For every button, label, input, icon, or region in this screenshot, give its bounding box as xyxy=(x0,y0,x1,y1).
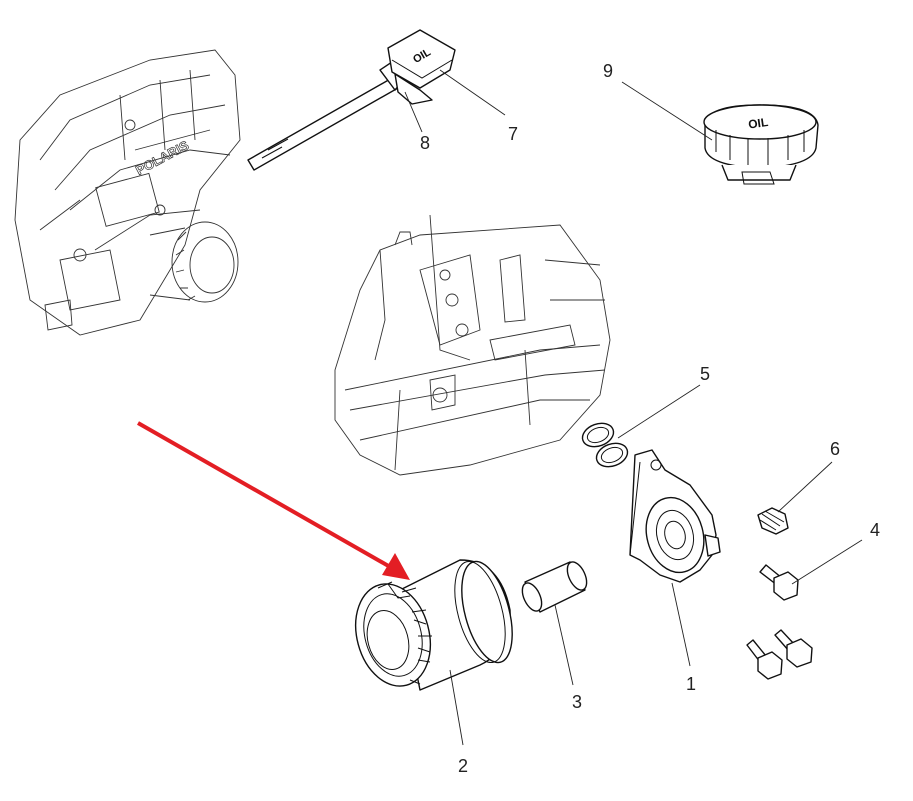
leader-9 xyxy=(621,81,713,141)
oil-fill-cap-part-9: OIL xyxy=(703,104,819,185)
leader-lines xyxy=(404,69,863,746)
engine-brand-logo: POLARIS xyxy=(133,137,191,178)
leader-5 xyxy=(617,384,701,439)
callout-1: 1 xyxy=(686,674,696,694)
callout-4: 4 xyxy=(870,520,880,540)
leader-3 xyxy=(554,604,574,686)
bolt-lower-b xyxy=(774,629,813,668)
callout-3: 3 xyxy=(572,692,582,712)
leader-2 xyxy=(449,669,464,746)
dipstick-cap-part-7: OIL xyxy=(387,29,456,105)
bolt-lower-a xyxy=(746,639,783,680)
callout-2: 2 xyxy=(458,756,468,776)
callout-8: 8 xyxy=(420,133,430,153)
o-rings-part-5 xyxy=(581,422,629,468)
engine-block-center xyxy=(334,214,611,476)
callout-7: 7 xyxy=(508,124,518,144)
dipstick-part-8 xyxy=(247,57,411,171)
leader-7 xyxy=(439,69,506,116)
engine-housing-upper-left: POLARIS xyxy=(14,49,241,336)
callout-6: 6 xyxy=(830,439,840,459)
red-arrow-indicator xyxy=(137,421,410,580)
callout-labels: 1 2 3 4 5 6 7 8 9 xyxy=(420,61,880,776)
fill-cap-logo: OIL xyxy=(747,115,769,132)
leader-8 xyxy=(404,91,423,133)
leader-6 xyxy=(777,461,833,513)
spacer-tube-part-3 xyxy=(521,561,588,613)
filter-adapter-part-1 xyxy=(629,449,721,583)
plug-part-6 xyxy=(757,507,789,535)
leader-4 xyxy=(791,539,863,585)
oil-filter-part-2 xyxy=(355,559,513,691)
callout-5: 5 xyxy=(700,364,710,384)
leader-1 xyxy=(671,582,691,667)
callout-9: 9 xyxy=(603,61,613,81)
bolt-part-4 xyxy=(759,564,799,601)
